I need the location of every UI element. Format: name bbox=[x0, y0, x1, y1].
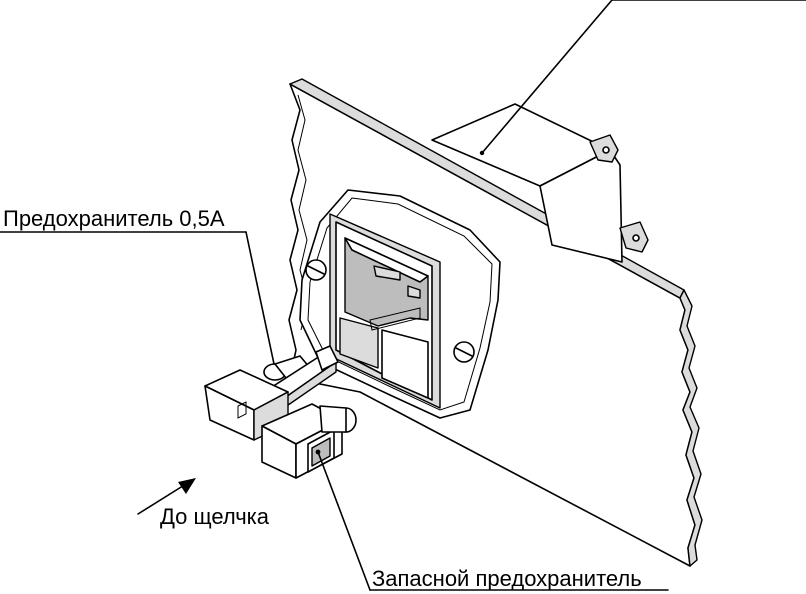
right-screw bbox=[453, 341, 475, 363]
spare-fuse-label: Запасной предохранитель bbox=[372, 566, 642, 591]
spare-fuse-leader bbox=[317, 451, 371, 591]
fuse-drawer bbox=[204, 345, 357, 479]
insertion-arrow bbox=[137, 478, 196, 515]
rear-housing bbox=[431, 103, 649, 263]
direction-label: До щелчка bbox=[160, 504, 270, 529]
fuse-leader bbox=[245, 231, 275, 365]
socket-flange bbox=[299, 189, 501, 419]
left-screw bbox=[305, 259, 327, 281]
fuse-label: Предохранитель 0,5А bbox=[3, 206, 225, 231]
housing-leader bbox=[481, 0, 613, 154]
